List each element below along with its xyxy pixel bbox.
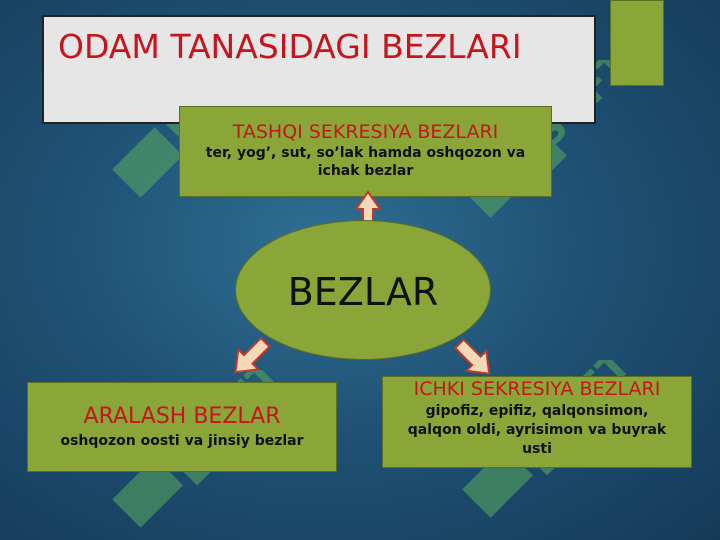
- tashqi-description: ter, yog’, sut, so’lak hamda oshqozon va…: [188, 144, 543, 180]
- aralash-line: oshqozon oosti va jinsiy bezlar: [60, 433, 304, 449]
- ichki-line: usti: [522, 441, 552, 457]
- aralash-description: oshqozon oosti va jinsiy bezlar: [28, 432, 336, 450]
- arrow-down-right: [453, 338, 491, 375]
- center-ellipse: BEZLAR: [235, 220, 491, 360]
- arrow-down-left: [234, 336, 271, 374]
- ichki-description: gipofiz, epifiz, qalqonsimon, qalqon old…: [389, 402, 685, 459]
- tashqi-line: ichak bezlar: [317, 163, 414, 179]
- page-title: ODAM TANASIDAGI BEZLARI: [58, 27, 522, 66]
- aralash-heading: ARALASH BEZLAR: [83, 404, 281, 429]
- ichki-line: qalqon oldi, ayrisimon va buyrak: [407, 422, 667, 438]
- tashqi-line: ter, yog’, sut, so’lak hamda oshqozon va: [205, 145, 526, 161]
- corner-accent: [610, 0, 664, 86]
- box-ichki-sekresiya: ICHKI SEKRESIYA BEZLARI gipofiz, epifiz,…: [382, 376, 692, 468]
- box-aralash-bezlar: ARALASH BEZLAR oshqozon oosti va jinsiy …: [27, 382, 337, 472]
- ichki-line: gipofiz, epifiz, qalqonsimon,: [425, 403, 649, 419]
- title-box: ODAM TANASIDAGI BEZLARI: [42, 15, 596, 124]
- tashqi-heading: TASHQI SEKRESIYA BEZLARI: [232, 121, 499, 143]
- ichki-heading: ICHKI SEKRESIYA BEZLARI: [413, 378, 661, 400]
- center-label: BEZLAR: [287, 270, 439, 314]
- box-tashqi-sekresiya: TASHQI SEKRESIYA BEZLARI ter, yog’, sut,…: [179, 106, 552, 197]
